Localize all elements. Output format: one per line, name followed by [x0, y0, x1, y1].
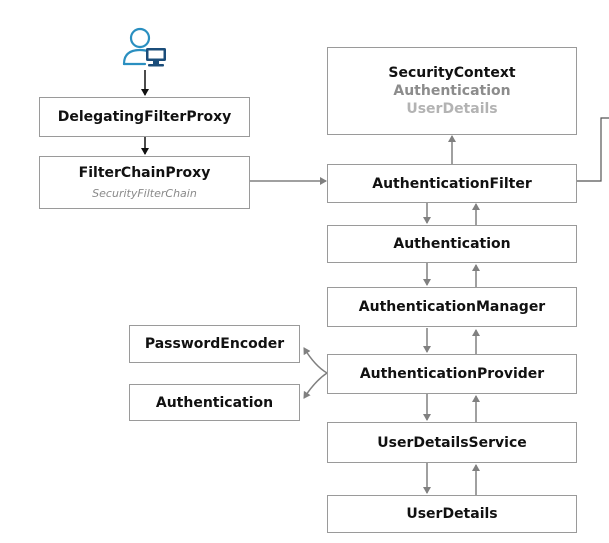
filter-chain-proxy-label: FilterChainProxy [78, 164, 211, 181]
provider-authentication-label: Authentication [155, 394, 274, 411]
authentication-manager-box: AuthenticationManager [327, 287, 577, 327]
user-at-computer-icon [122, 27, 166, 67]
security-context-box: SecurityContext Authentication UserDetai… [327, 47, 577, 135]
authentication-filter-box: AuthenticationFilter [327, 164, 577, 203]
provider-authentication-box: Authentication [129, 384, 300, 421]
authentication-label: Authentication [393, 236, 511, 252]
user-details-label: UserDetails [406, 506, 498, 522]
delegating-filter-proxy-label: DelegatingFilterProxy [57, 109, 232, 125]
security-context-label: SecurityContext [388, 65, 516, 81]
password-encoder-label: PasswordEncoder [144, 336, 285, 352]
security-context-userdetails-label: UserDetails [406, 101, 498, 117]
user-details-box: UserDetails [327, 495, 577, 533]
authentication-filter-label: AuthenticationFilter [372, 175, 532, 192]
security-context-authentication-label: Authentication [393, 83, 511, 99]
line-authfilter-exit-right [577, 117, 609, 182]
arrow-provider-to-passwordencoder [303, 347, 328, 374]
authentication-provider-box: AuthenticationProvider [327, 354, 577, 394]
filter-chain-proxy-box: FilterChainProxy SecurityFilterChain [39, 156, 250, 209]
arrow-provider-to-provider-authentication [303, 372, 328, 399]
user-details-service-box: UserDetailsService [327, 422, 577, 463]
authentication-manager-label: AuthenticationManager [358, 299, 546, 315]
authentication-provider-label: AuthenticationProvider [359, 366, 545, 382]
user-details-service-label: UserDetailsService [377, 434, 527, 451]
delegating-filter-proxy-box: DelegatingFilterProxy [39, 97, 250, 137]
password-encoder-box: PasswordEncoder [129, 325, 300, 363]
authentication-box: Authentication [327, 225, 577, 263]
security-filter-chain-label: SecurityFilterChain [92, 186, 197, 200]
